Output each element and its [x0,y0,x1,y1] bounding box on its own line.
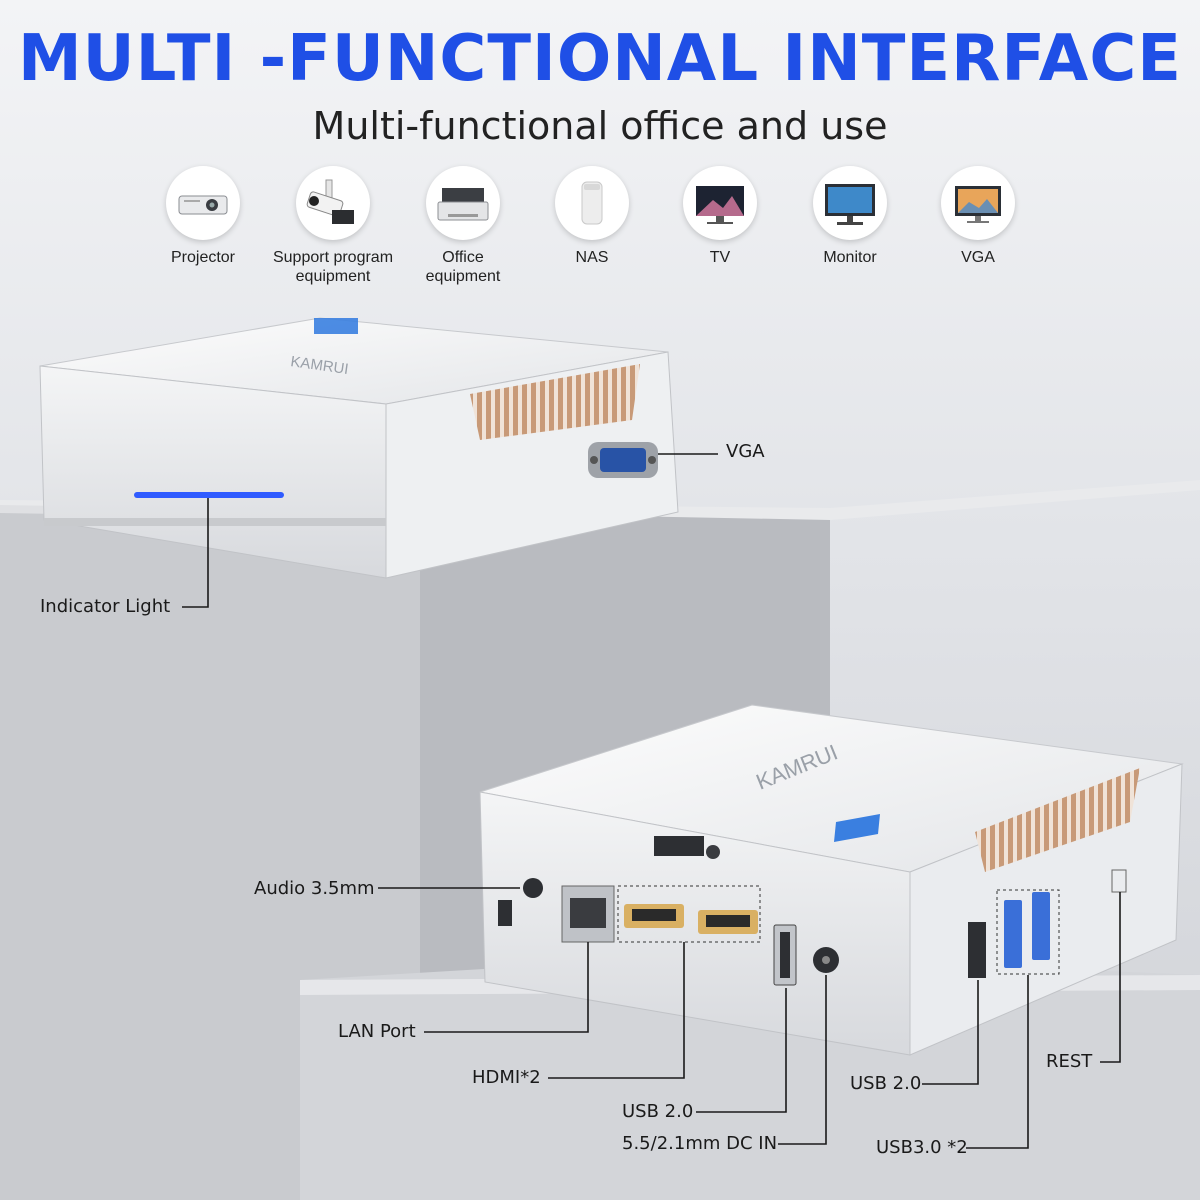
printer-icon [426,166,500,240]
use-case-label: Support program equipment [272,249,394,285]
callout-vga: VGA [726,441,765,462]
vga-display-icon [941,166,1015,240]
use-case-nas: NAS [517,166,667,267]
security-camera-icon [296,166,370,240]
callout-lan-port: LAN Port [338,1021,416,1042]
callout-usb2-left: USB 2.0 [622,1101,694,1122]
use-case-label: Projector [170,249,236,266]
callout-reset: REST [1046,1051,1093,1072]
use-case-projector: Projector [128,166,278,267]
use-case-label: VGA [961,249,995,266]
callout-hdmi: HDMI*2 [472,1067,541,1088]
callout-dc-in: 5.5/2.1mm DC IN [622,1133,778,1154]
reset-button [1111,869,1127,893]
use-case-row: Projector Support program equipment [0,166,1200,296]
callout-indicator-light: Indicator Light [40,596,171,617]
projector-icon [166,166,240,240]
callout-lines [182,453,1121,1149]
tv-icon [683,166,757,240]
callout-audio: Audio 3.5mm [254,878,375,899]
mini-pc-front-view: KAMRUI [39,317,679,579]
page-subtitle: Multi-functional office and use [312,104,888,148]
page-title: MULTI -FUNCTIONAL INTERFACE [17,22,1183,96]
use-case-label: Monitor [823,249,877,266]
nas-icon [555,166,629,240]
usb2-port-right [968,922,986,978]
callout-usb3: USB3.0 *2 [876,1137,968,1158]
use-case-tv: TV [645,166,795,267]
callout-usb2-right: USB 2.0 [850,1073,922,1094]
audio-jack [523,878,543,898]
indicator-light [134,492,284,498]
use-case-label: NAS [575,249,609,266]
hdmi-ports [624,904,758,934]
use-case-office-equipment: Office equipment [388,166,538,286]
use-case-vga: VGA [903,166,1053,267]
use-case-label: TV [709,249,731,266]
vga-port [588,442,658,478]
monitor-icon [813,166,887,240]
use-case-monitor: Monitor [775,166,925,267]
use-case-support-equipment: Support program equipment [258,166,408,286]
usb3-ports [1004,892,1050,968]
use-case-label: Office equipment [425,249,501,285]
